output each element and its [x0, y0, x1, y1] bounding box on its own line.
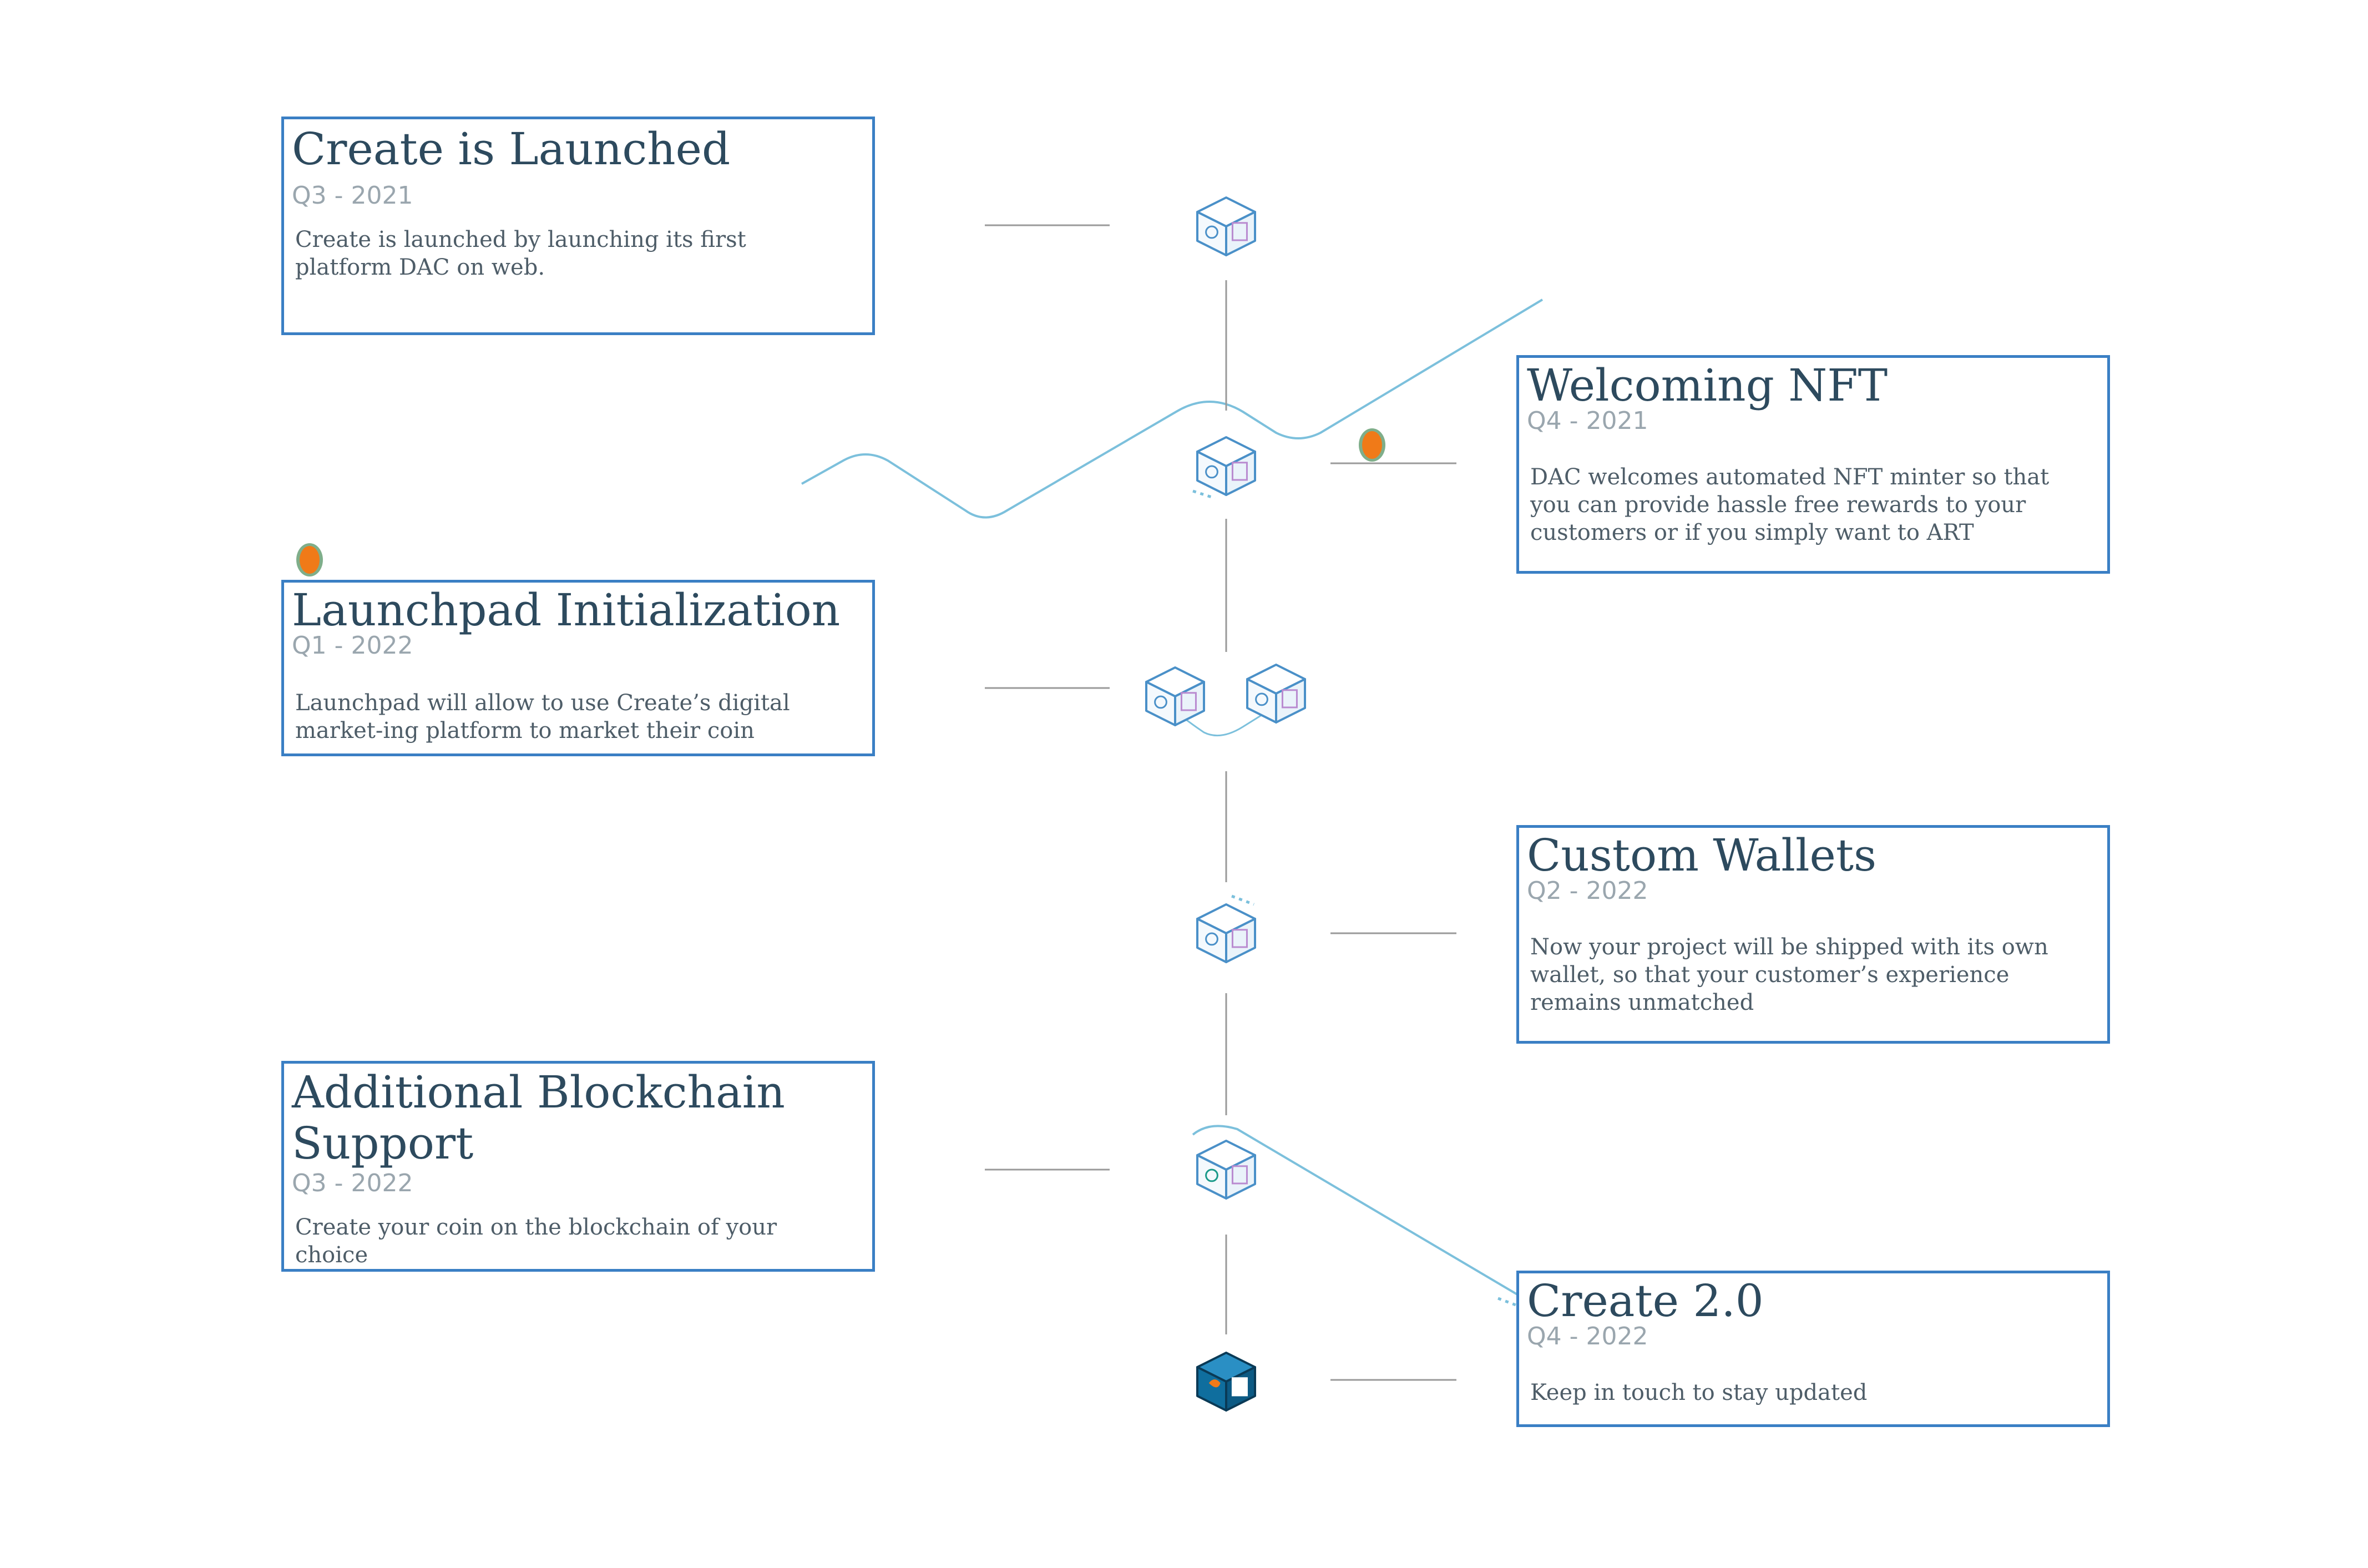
milestone-date: Q3 - 2021 [292, 181, 413, 210]
milestone-date: Q1 - 2022 [292, 631, 413, 660]
milestone-description: Keep in touch to stay updated [1530, 1380, 1868, 1405]
coin-icon [296, 543, 323, 576]
decorative-wave [1192, 1125, 1530, 1302]
blockchain-icon [1196, 1140, 1256, 1200]
avatar-icon [1246, 664, 1306, 724]
connector-lines [985, 224, 1456, 1381]
coin-icon [1359, 428, 1385, 462]
milestone-card-blockchain-support: Additional Blockchain Support Q3 - 2022 … [281, 1061, 875, 1272]
milestone-description: Create your coin on the blockchain of yo… [295, 1215, 777, 1268]
milestone-title: Launchpad Initialization [292, 584, 841, 636]
milestone-card-launchpad: Launchpad Initialization Q1 - 2022 Launc… [281, 580, 875, 756]
milestone-title: Welcoming NFT [1527, 360, 1888, 411]
milestone-card-custom-wallets: Custom Wallets Q2 - 2022 Now your projec… [1516, 825, 2110, 1044]
milestone-description: DAC welcomes automated NFT minter so tha… [1530, 464, 2050, 545]
decorative-wave [801, 299, 1544, 519]
milestone-title: Create is Launched [292, 123, 731, 175]
storefront-icon [1196, 196, 1256, 256]
milestone-card-create-2: Create 2.0 Q4 - 2022 Keep in touch to st… [1516, 1271, 2110, 1427]
milestone-card-create-launched: Create is Launched Q3 - 2021 Create is l… [281, 117, 875, 335]
milestone-description: Now your project will be shipped with it… [1530, 934, 2048, 1015]
wallet-icon [1196, 903, 1256, 963]
milestone-description: Launchpad will allow to use Create’s dig… [295, 690, 790, 743]
nft-icon [1196, 436, 1256, 496]
milestone-date: Q4 - 2022 [1527, 1322, 1648, 1350]
milestone-date: Q3 - 2022 [292, 1169, 413, 1197]
milestone-date: Q2 - 2022 [1527, 877, 1648, 905]
milestone-date: Q4 - 2021 [1527, 407, 1648, 435]
create-logo-icon [1196, 1352, 1256, 1412]
milestone-description: Create is launched by launching its firs… [295, 227, 746, 280]
milestone-card-welcoming-nft: Welcoming NFT Q4 - 2021 DAC welcomes aut… [1516, 355, 2110, 574]
milestone-title: Custom Wallets [1527, 829, 1877, 881]
avatar-icon [1145, 666, 1205, 726]
milestone-title: Create 2.0 [1527, 1275, 1764, 1327]
milestone-title: Additional Blockchain Support [292, 1066, 785, 1169]
